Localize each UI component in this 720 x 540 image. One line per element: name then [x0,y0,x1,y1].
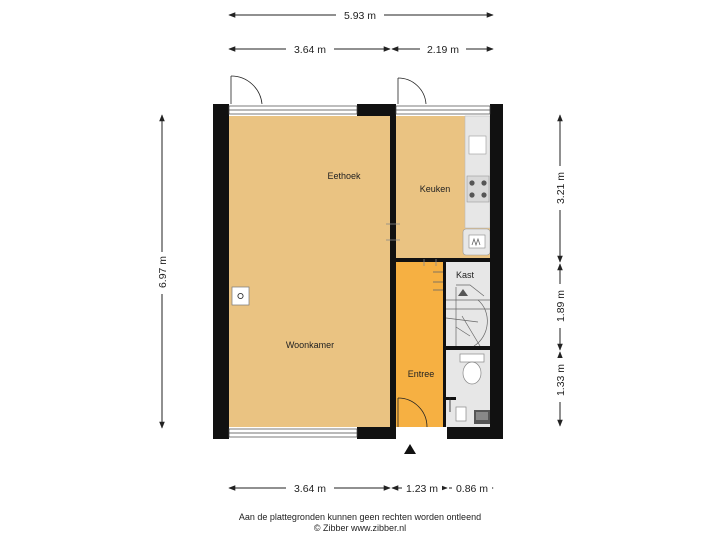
door-swings [230,75,451,428]
dim-height-right-top-label: 3.21 m [555,172,567,204]
dimension-height-right-bottom: 1.33 m [553,351,567,427]
dim-height-right-bottom-label: 1.33 m [555,364,567,396]
stair-arrow-icon [458,289,468,296]
label-entree: Entree [408,369,435,379]
outlet-icon [231,286,250,306]
label-keuken: Keuken [420,184,451,194]
dim-bottom-mid-label: 1.23 m [406,483,438,495]
dimension-top-right: 2.19 m [391,43,494,56]
dimension-height-right-mid: 1.89 m [553,263,567,351]
dim-height-left-label: 6.97 m [157,256,169,288]
walls [213,104,503,439]
dimension-bottom-right: 0.86 m [449,482,494,495]
dimension-total-width: 5.93 m [228,9,494,22]
dimension-height-left: 6.97 m [155,114,169,429]
room-entree [396,262,443,427]
dim-bottom-right-label: 0.86 m [456,483,488,495]
oven-icon [462,228,491,256]
dim-total-width-label: 5.93 m [344,10,376,22]
dimension-bottom-mid: 1.23 m [391,482,448,495]
dim-bottom-left-label: 3.64 m [294,483,326,495]
stove-icon [466,175,490,203]
dimension-height-right-top: 3.21 m [553,114,567,263]
stairs [445,284,490,347]
washbasin-icon [455,406,490,424]
footer-disclaimer: Aan de plattegronden kunnen geen rechten… [238,512,482,522]
entrance-arrow-icon [404,444,416,454]
dimension-bottom-left: 3.64 m [228,482,391,495]
sink-icon [468,135,487,155]
windows [228,105,491,438]
room-woonkamer [229,116,390,427]
label-kast: Kast [456,270,475,280]
dim-top-left-label: 3.64 m [294,44,326,56]
label-woonkamer: Woonkamer [286,340,334,350]
dimension-top-left: 3.64 m [228,43,391,56]
toilet-icon [459,353,485,385]
footer-copyright: © Zibber www.zibber.nl [313,523,407,533]
label-eethoek: Eethoek [327,171,361,181]
interior-door-marks [386,223,437,266]
dim-top-right-label: 2.19 m [427,44,459,56]
dim-height-right-mid-label: 1.89 m [555,290,567,322]
room-kast-stairs [446,262,490,346]
kitchen-counter [462,115,491,256]
